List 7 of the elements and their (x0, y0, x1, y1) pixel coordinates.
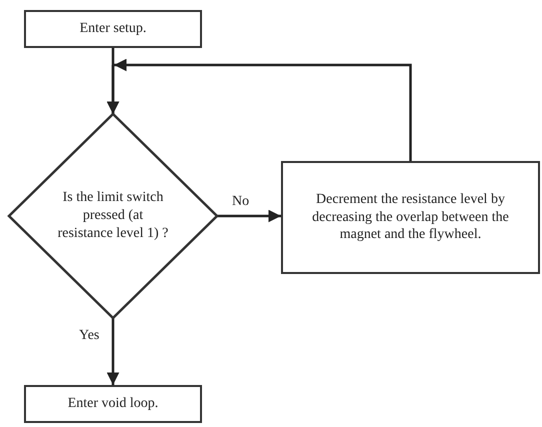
arrow (217, 210, 281, 222)
process-box: Enter void loop. (24, 385, 202, 423)
process-box: Enter setup. (24, 10, 202, 48)
arrow (106, 318, 120, 385)
arrow (106, 58, 412, 162)
decision-text: Is the limit switch pressed (at resistance level 1) ? (56, 188, 170, 244)
process-box: Decrement the resistance level by decreasing the overlap between the magnet and the flywheel. (281, 161, 540, 274)
